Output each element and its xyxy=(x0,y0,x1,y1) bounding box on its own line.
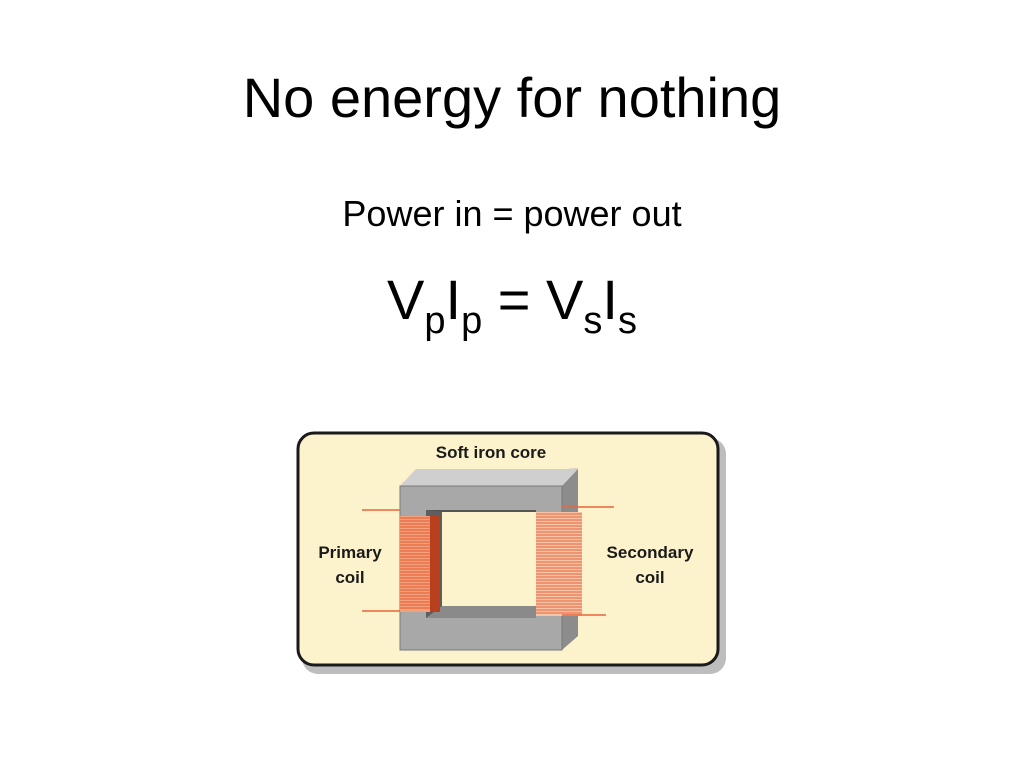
primary-coil xyxy=(362,509,440,612)
transformer-diagram: Soft iron core Primary coil Secondary co… xyxy=(292,428,728,678)
equals-sign: = xyxy=(497,268,531,331)
primary-current-symbol: I xyxy=(445,268,462,331)
secondary-voltage-subscript: s xyxy=(583,300,603,342)
secondary-coil xyxy=(536,506,614,616)
secondary-current-symbol: I xyxy=(602,268,618,331)
core-top-bevel xyxy=(400,469,578,486)
slide-title: No energy for nothing xyxy=(242,66,782,129)
primary-current-subscript: p xyxy=(461,300,483,342)
core-window xyxy=(442,512,536,606)
primary-coil-label-line1: Primary xyxy=(318,543,382,562)
primary-voltage-symbol: V xyxy=(387,268,425,331)
core-window-bottom-wall xyxy=(426,606,536,618)
secondary-coil-label-line2: coil xyxy=(635,568,664,587)
power-equation: VpIp = VsIs xyxy=(0,262,1024,345)
soft-iron-core-label: Soft iron core xyxy=(436,443,547,462)
primary-voltage-subscript: p xyxy=(424,300,446,342)
secondary-current-subscript: s xyxy=(617,300,637,342)
secondary-voltage-symbol: V xyxy=(546,268,584,331)
primary-coil-label-line2: coil xyxy=(335,568,364,587)
secondary-coil-label-line1: Secondary xyxy=(607,543,694,562)
slide-subtitle: Power in = power out xyxy=(342,193,682,234)
core-window-top-wall xyxy=(426,510,536,512)
